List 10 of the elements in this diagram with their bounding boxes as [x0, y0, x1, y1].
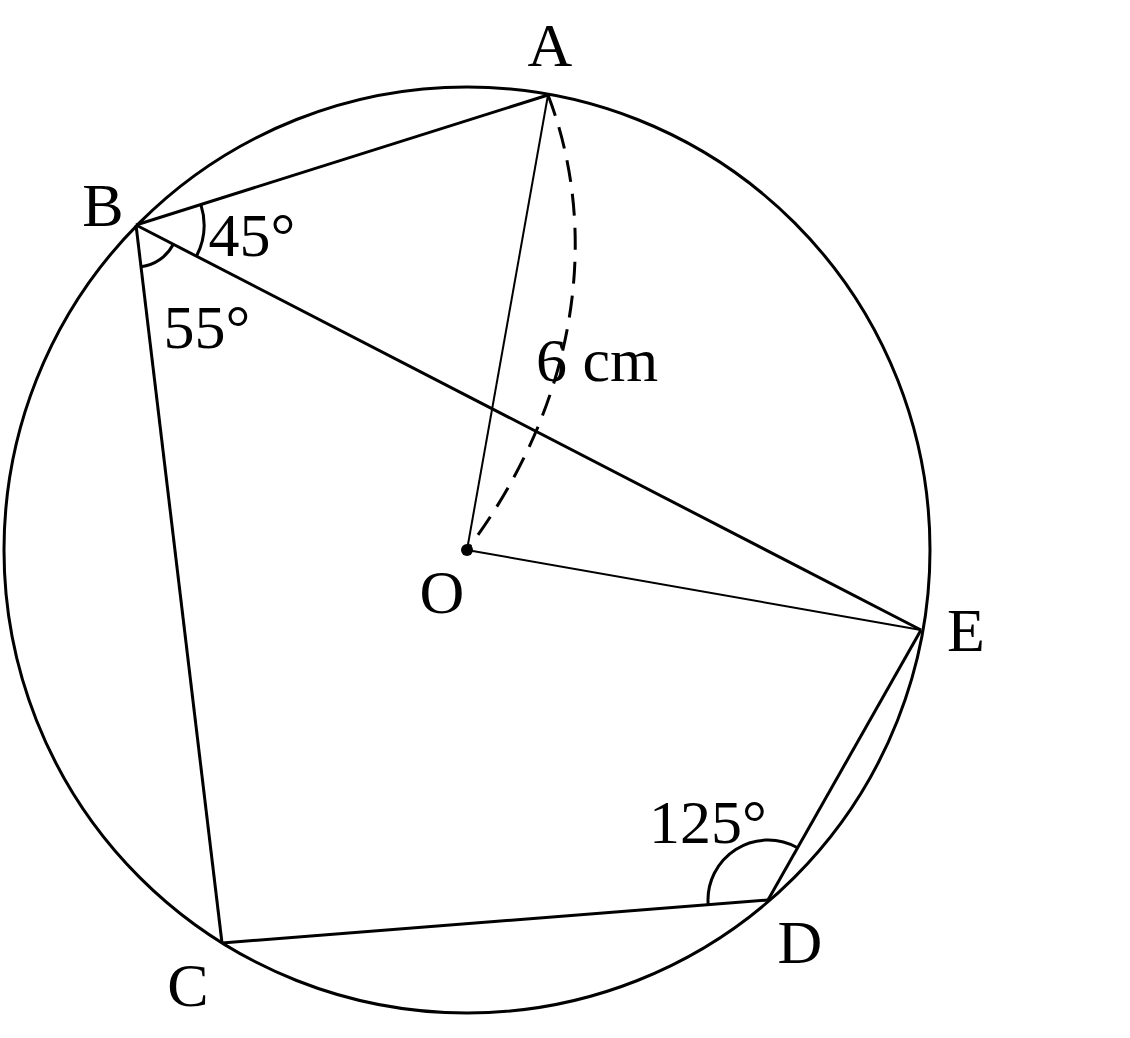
- vertex-label: O: [419, 561, 465, 623]
- angle-label: 45°: [208, 204, 296, 266]
- angle-label: 125°: [649, 791, 767, 853]
- vertex-label: E: [947, 599, 985, 661]
- vertex-label: C: [167, 954, 209, 1016]
- angle-label: 55°: [163, 296, 251, 358]
- length-label: 6 cm: [535, 329, 659, 391]
- vertex-label: A: [527, 14, 573, 76]
- vertex-label: B: [82, 174, 124, 236]
- vertex-label: D: [777, 911, 823, 973]
